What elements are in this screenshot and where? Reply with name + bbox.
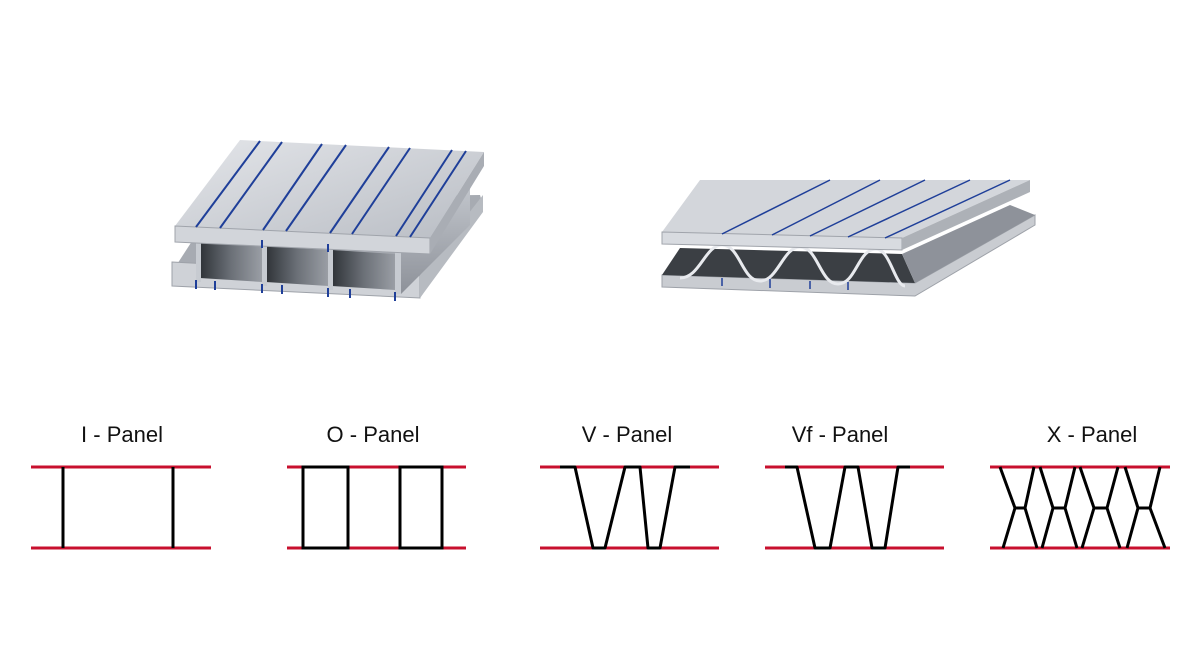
core-web [328, 248, 333, 290]
top-plate-surface [175, 140, 484, 238]
x-panel-section [990, 465, 1170, 550]
core-corrugation [785, 465, 910, 550]
core-cell [332, 250, 395, 290]
panel-label-v: V - Panel [581, 422, 673, 447]
panel-label-i: I - Panel [81, 422, 163, 447]
edge-notches [195, 240, 396, 301]
vf-panel-section [765, 465, 944, 550]
core-cell [266, 246, 328, 286]
top-grooves [721, 179, 1011, 239]
panel-label-vf: Vf - Panel [791, 422, 889, 447]
top-plate-edge [430, 152, 484, 254]
core-cell [301, 465, 350, 550]
core-web [262, 244, 267, 286]
top-grooves [195, 140, 467, 238]
top-plate-edge [902, 180, 1030, 250]
i-panel-section [31, 465, 211, 550]
core-corrugation [560, 465, 690, 550]
core-web [196, 240, 201, 282]
o-panel-section [287, 465, 466, 550]
edge-notches [721, 278, 849, 290]
v-panel-section [540, 465, 719, 550]
core-cell [398, 465, 444, 550]
core-cell [200, 242, 262, 282]
panel-label-x: X - Panel [1046, 422, 1138, 447]
core-crossed-webs [998, 466, 1167, 549]
core-web [395, 252, 401, 294]
panel-label-o: O - Panel [326, 422, 420, 447]
side-wall [902, 205, 1035, 283]
